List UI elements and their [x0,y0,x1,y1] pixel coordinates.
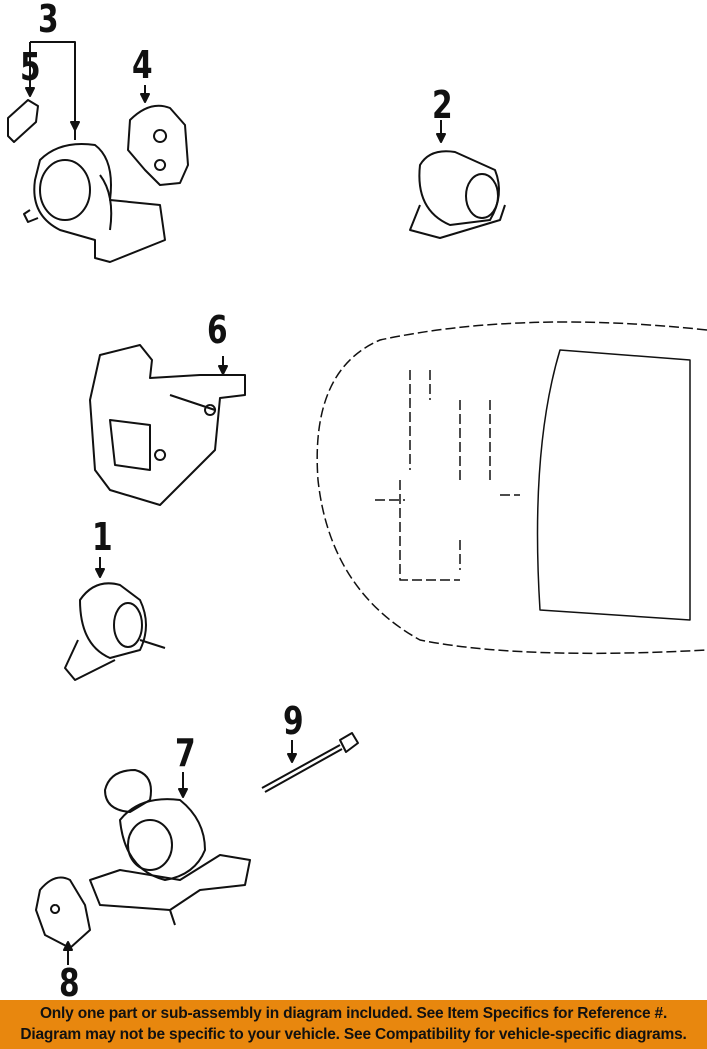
callout-5: 5 [20,45,41,89]
part-2 [409,150,506,239]
part-1 [64,582,166,681]
part-8 [35,876,91,949]
callout-1: 1 [92,515,113,559]
callout-3: 3 [38,0,59,41]
disclaimer-banner: Only one part or sub-assembly in diagram… [0,1000,707,1049]
part-7 [89,769,251,926]
disclaimer-line-2: Diagram may not be specific to your vehi… [20,1026,687,1043]
part-6 [89,344,246,506]
callout-4: 4 [132,43,153,87]
callout-8: 8 [59,961,80,1005]
callout-2: 2 [432,83,453,127]
callout-7: 7 [175,731,196,775]
part-5 [7,99,39,143]
disclaimer-line-1: Only one part or sub-assembly in diagram… [39,1005,668,1022]
part-9-bolt [261,732,359,793]
diagram-drawing [7,41,707,965]
leader-lines [25,41,446,965]
part-4 [127,104,189,186]
callout-9: 9 [283,699,304,743]
callout-6: 6 [207,308,228,352]
vehicle-outline [316,321,707,655]
part-3 [23,143,166,263]
